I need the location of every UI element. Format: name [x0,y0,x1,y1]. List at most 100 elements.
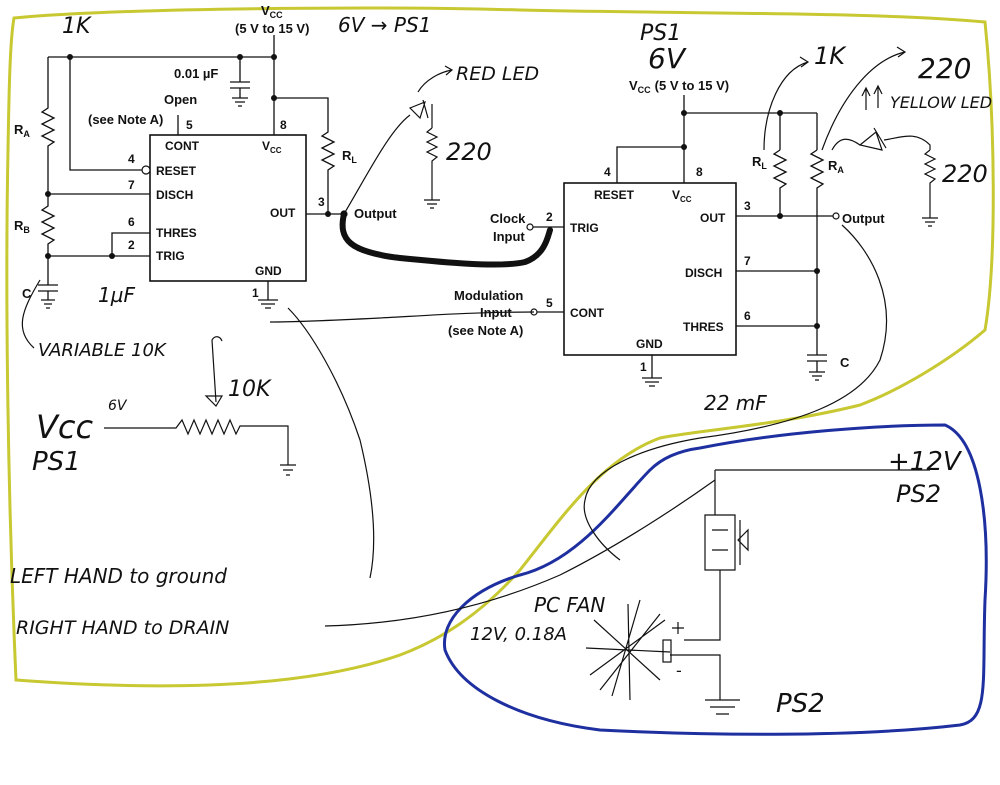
ic2-pin4-num: 4 [604,165,611,179]
mosfet-symbol [704,514,749,571]
red-led-resistor [424,127,440,209]
hw-ps1-top: PS1 [640,21,681,46]
mosfet-drain-wire [684,570,721,641]
ra-220-arrow [821,46,907,151]
ic2-pin1-num: 1 [640,360,647,374]
ic1-c-label: C [22,286,32,301]
ic1-junction-out [325,211,331,217]
ic1-pin5-label: CONT [165,139,200,153]
ic2-pin5-label: CONT [570,306,605,320]
ic2-pin5-num: 5 [546,296,553,310]
ic1-cap-001 [230,57,250,107]
ic2-junction-reset [681,144,687,150]
ic1-pin5-num: 5 [186,118,193,132]
clock-link-wire [339,211,553,268]
left-rb-wire [21,279,41,349]
ic1-ra-label: RA [14,122,30,139]
ic2-pin8-num: 8 [696,165,703,179]
ic2-junction-vcc [681,110,687,116]
ic1-cap-label: 0.01 µF [174,66,218,81]
ps2-supply-wire [714,469,930,515]
hw-ps2-top: PS2 [896,480,941,508]
mod-input-wire [269,311,535,323]
ic2-junction-out [777,213,783,219]
ic1-pin8-label: VCC [262,139,282,155]
ic2-rl-resistor [772,149,788,216]
hw-variable-10k: VARIABLE 10K [38,340,167,361]
hw-cap-22mf: 22 mF [704,391,767,415]
hw-pot-10k: 10K [228,377,272,402]
hw-fan-rating: 12V, 0.18A [470,624,567,645]
fan-motor-block [662,639,672,663]
hw-plus-12v: +12V [888,447,963,477]
ic2-out-terminal [832,212,840,220]
yellow-led-wire [831,138,861,151]
blue-region-outline [442,423,988,736]
ic1-vcc-range: (5 V to 15 V) [235,21,309,36]
ic2-c-label: C [840,355,850,370]
ic1-pin3-label: OUT [270,206,296,220]
ic2-pin7-num: 7 [744,254,751,268]
ic1-trig-wire [48,232,150,257]
ic1-rb-label: RB [14,218,30,235]
left-hand-wire [287,307,375,579]
hw-yellow-led: YELLOW LED [890,93,992,112]
ic2-ra-resistor [809,149,825,326]
ic1-pin4-label: RESET [156,164,197,178]
ic2-junction-rl [777,110,783,116]
ic1-pin6-label: THRES [156,226,197,240]
hw-r220-red: 220 [446,138,492,166]
ic2-gnd [642,355,662,387]
ic2-clock-line1: Clock [490,211,526,226]
ic2-pin6-label: THRES [683,320,724,334]
ic1-rb-resistor [40,194,56,256]
ic1-pin8-num: 8 [280,118,287,132]
yellow-led-arrows [861,84,883,110]
ic1-vcc-label: VCC [261,3,283,20]
pot-resistor [104,418,296,476]
yellow-region-outline [5,6,995,688]
ic2-body [563,182,737,356]
ic2-vcc-wire [616,95,818,183]
ic1-pin2-label: TRIG [156,249,185,263]
ic1-output-label: Output [354,206,397,221]
pot-wiper-wire [211,336,223,403]
hw-cap-1uf: 1µF [98,283,135,307]
ic2-pin2-label: TRIG [570,221,599,235]
rl-output-red-wire [343,114,411,215]
ic1-pin1-label: GND [255,264,282,278]
yellow-led-symbol [858,127,931,151]
pot-wiper-arrow [204,395,224,407]
ic2-vcc-label: VCC(5 V to 15 V) [629,78,729,95]
ic2-mod-line3: (see Note A) [448,323,523,338]
ic1-reset-bubble [141,165,151,175]
ic2-pin2-num: 2 [546,210,553,224]
output-to-fet-wire [583,224,888,561]
hw-ps2-bottom: PS2 [776,689,825,719]
ic2-clock-line2: Input [493,229,525,244]
ic2-ra-label: RA [828,158,844,175]
hw-220-right-top: 220 [918,52,971,85]
hw-1k-right: 1K [814,42,847,70]
hw-ps1-pot: PS1 [32,447,81,477]
hw-vcc-note: 6V → PS1 [338,13,431,37]
ic1-note-label: (see Note A) [88,112,163,127]
hw-pc-fan: PC FAN [534,593,605,617]
ic1-rl-label: RL [342,148,357,165]
hw-ps1-6v: 6V [648,42,687,75]
ic1-junction-vcc [271,54,277,60]
ic2-disch-wire [736,270,818,355]
ic1-pin7-num: 7 [128,178,135,192]
hw-left-hand: LEFT HAND to ground [10,564,227,588]
ic2-junction-disch [814,268,820,274]
ic2-pin3-num: 3 [744,199,751,213]
ic1-vcc-rail [48,35,275,135]
ic1-rl-resistor [274,97,336,214]
ic2-pin4-label: RESET [594,188,635,202]
red-led-symbol [408,99,433,128]
ic1-pin1-num: 1 [252,286,259,300]
ic1-pin4-num: 4 [128,152,135,166]
yellow-led-resistor [922,149,938,227]
ic2-mod-line1: Modulation [454,288,523,303]
